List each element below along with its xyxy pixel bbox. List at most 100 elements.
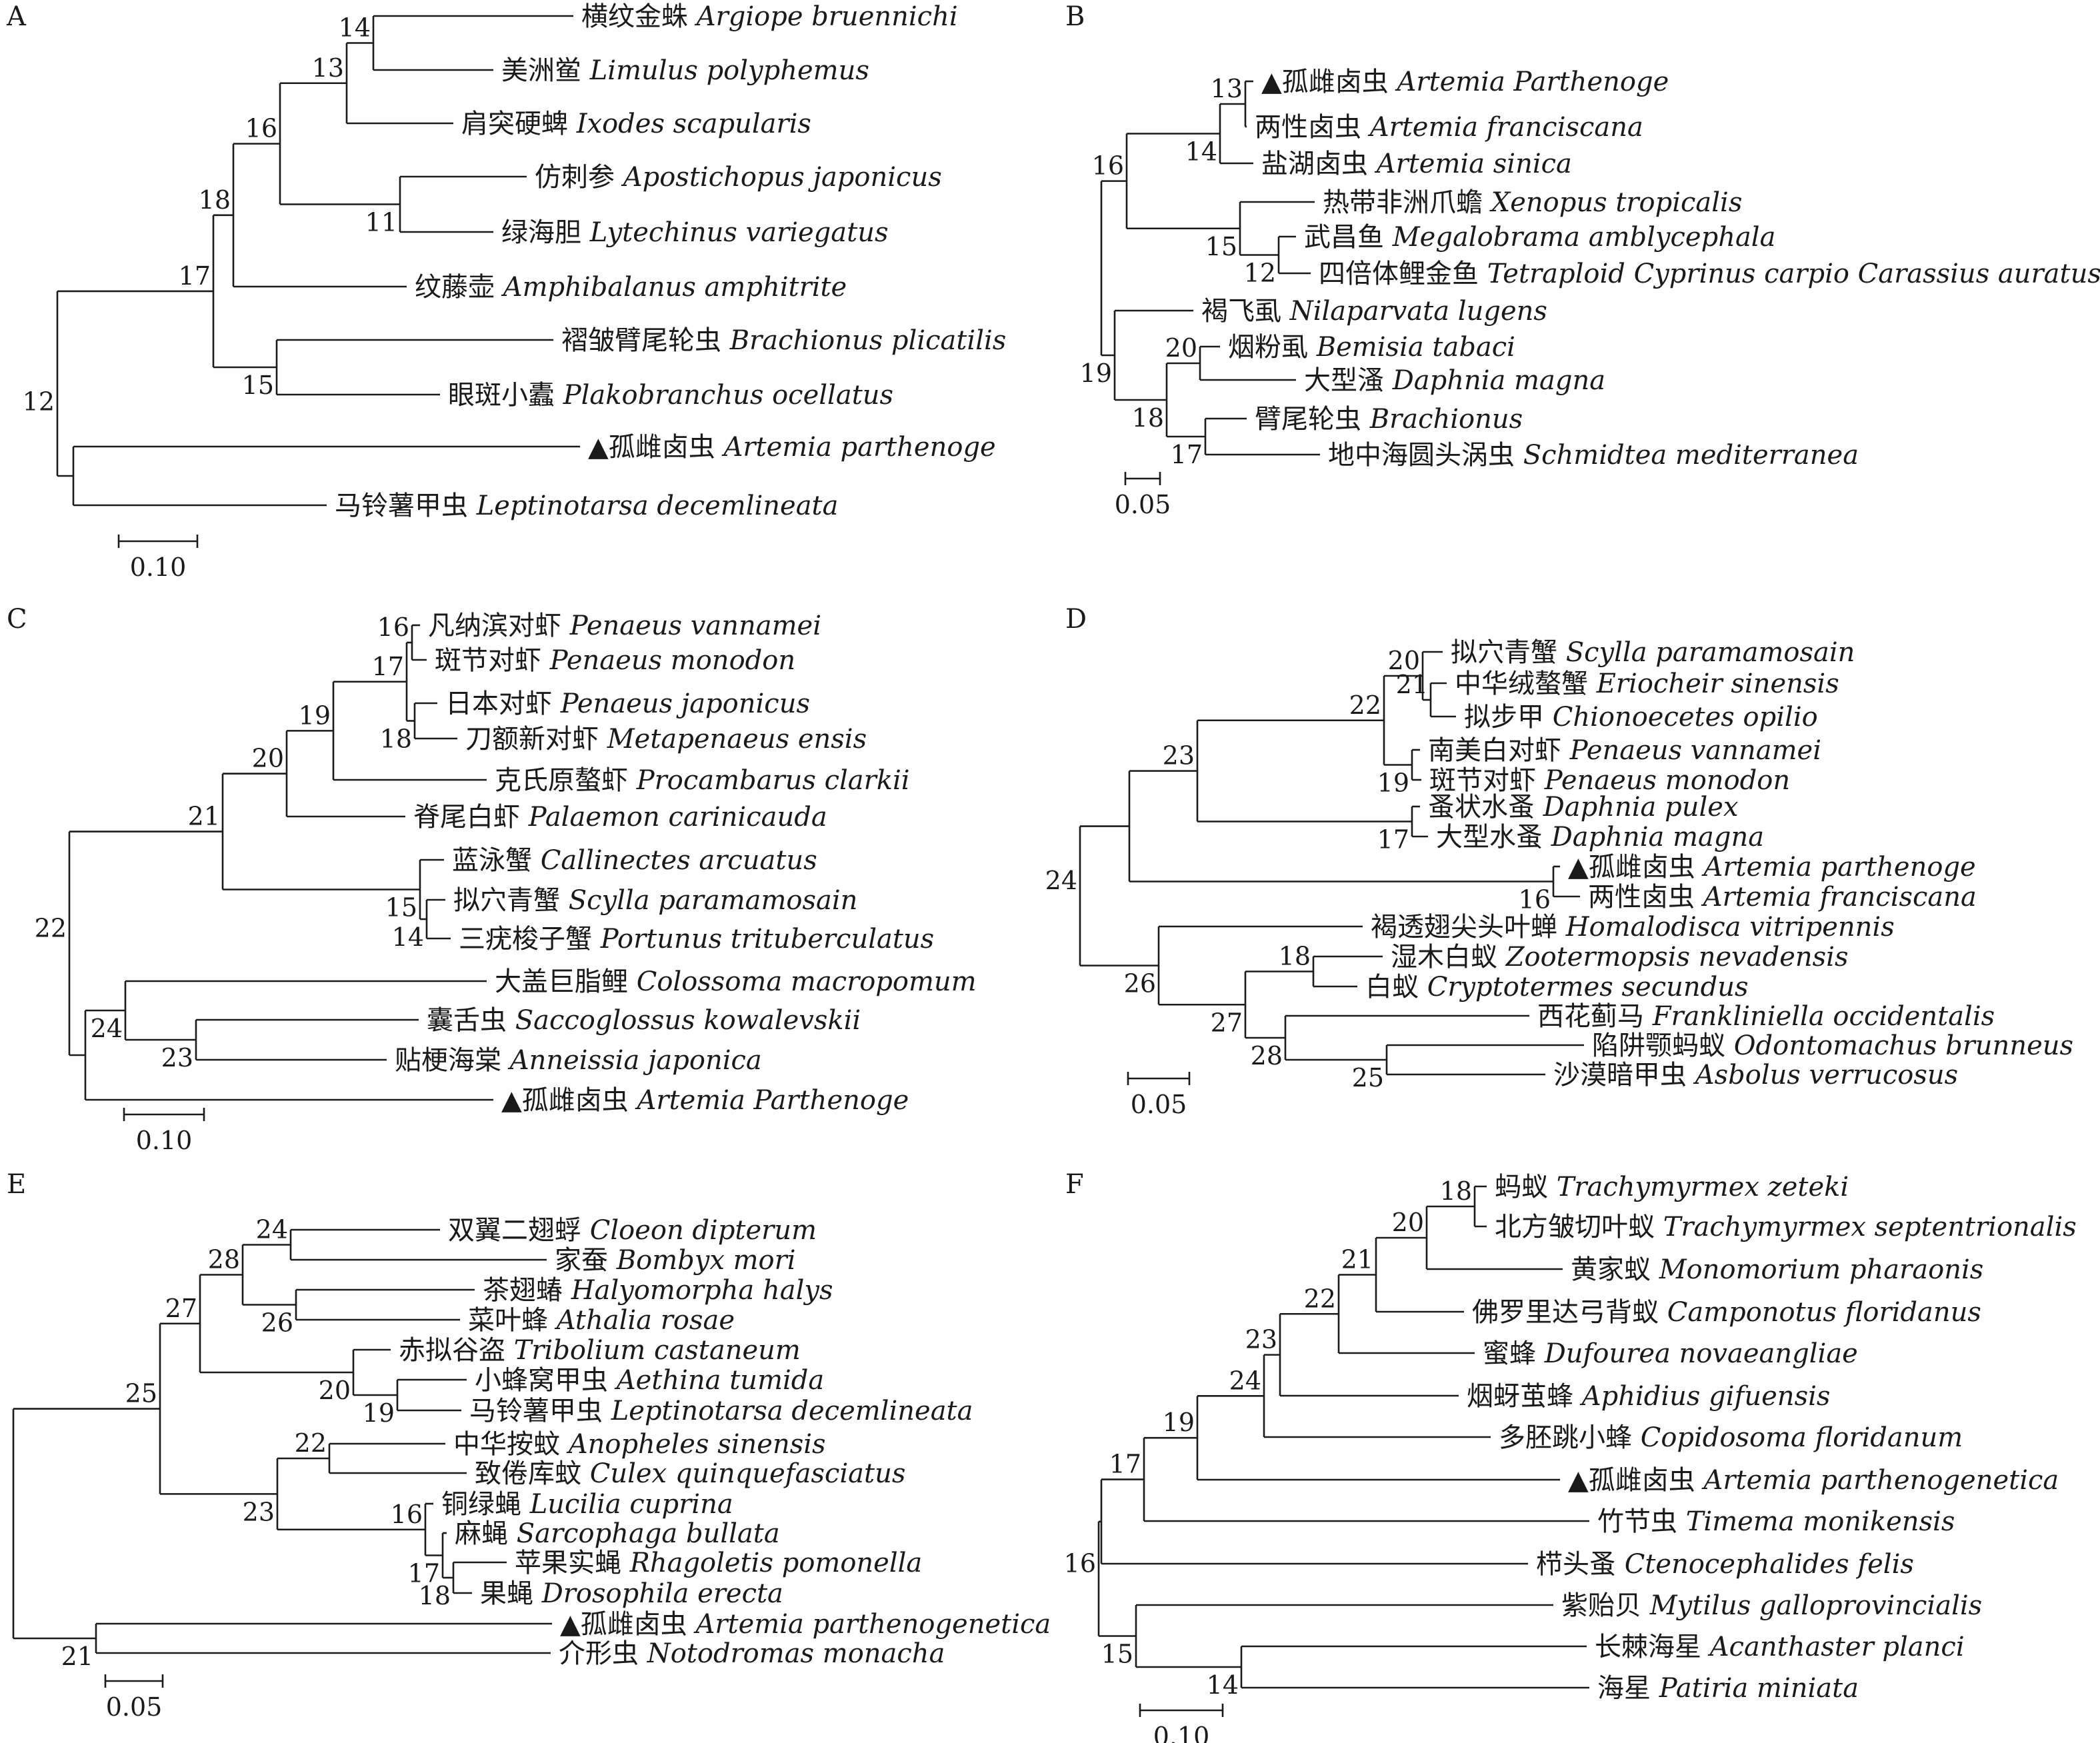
taxon-label: 眼斑小蠹 Plakobranchus ocellatus	[448, 380, 893, 411]
bootstrap-value: 14	[1185, 137, 1217, 167]
taxon-latin-name: Culex quinquefasciatus	[590, 1458, 906, 1489]
bootstrap-value: 18	[380, 725, 412, 754]
taxon-label: 中华绒螯蟹 Eriocheir sinensis	[1455, 669, 1839, 699]
taxon-chinese-name: 热带非洲爪蟾	[1323, 187, 1491, 218]
taxon-label: 囊舌虫 Saccoglossus kowalevskii	[427, 1005, 861, 1036]
taxon-latin-name: Penaeus japonicus	[560, 689, 810, 719]
taxon-chinese-name: 孤雌卤虫	[1589, 852, 1704, 882]
scale-bar-label: 0.05	[1131, 1090, 1187, 1119]
bootstrap-value: 23	[1245, 1325, 1277, 1354]
taxon-label: 南美白对虾 Penaeus vannamei	[1428, 735, 1821, 766]
taxon-latin-name: Aphidius gifuensis	[1579, 1381, 1831, 1412]
taxon-label: 克氏原螯虾 Procambarus clarkii	[495, 765, 910, 796]
taxon-latin-name: Scylla paramamosain	[569, 885, 858, 916]
taxon-latin-name: Artemia parthenogenetica	[1701, 1465, 2059, 1496]
taxon-latin-name: Xenopus tropicalis	[1489, 187, 1743, 218]
taxon-latin-name: Homalodisca vitripennis	[1565, 912, 1895, 942]
taxon-latin-name: Plakobranchus ocellatus	[563, 380, 893, 411]
taxon-label: 长棘海星 Acanthaster planci	[1595, 1632, 1965, 1662]
taxon-chinese-name: 大型溞	[1304, 365, 1393, 396]
taxon-latin-name: Daphnia magna	[1392, 365, 1605, 396]
bootstrap-value: 20	[319, 1376, 351, 1405]
taxon-label: 脊尾白虾 Palaemon carinicauda	[413, 802, 827, 833]
taxon-label: 地中海圆头涡虫 Schmidtea mediterranea	[1328, 440, 1859, 471]
taxon-latin-name: Notodromas monacha	[647, 1638, 945, 1669]
taxon-chinese-name: 蚂蚁	[1495, 1172, 1557, 1202]
bootstrap-value: 14	[339, 13, 371, 43]
bootstrap-value: 19	[299, 701, 331, 730]
taxon-chinese-name: 马铃薯甲虫	[469, 1396, 611, 1426]
taxon-chinese-name: 赤拟谷盗	[399, 1335, 514, 1366]
bootstrap-value: 11	[365, 208, 397, 237]
taxon-chinese-name: 家蚕	[555, 1245, 617, 1276]
bootstrap-value: 23	[243, 1497, 275, 1526]
taxon-label: 凡纳滨对虾 Penaeus vannamei	[428, 611, 821, 641]
taxon-chinese-name: 佛罗里达弓背蚁	[1472, 1297, 1667, 1328]
taxon-label: 四倍体鲤金鱼 Tetraploid Cyprinus carpio Carass…	[1319, 259, 2100, 289]
taxon-chinese-name: 仿刺参	[535, 162, 623, 193]
bootstrap-value: 17	[408, 1559, 440, 1588]
taxon-latin-name: Brachionus plicatilis	[729, 325, 1007, 356]
taxon-latin-name: Bombyx mori	[616, 1245, 796, 1276]
bootstrap-value: 16	[1064, 1549, 1096, 1578]
taxon-label: 赤拟谷盗 Tribolium castaneum	[399, 1335, 801, 1366]
taxon-label: 麻蝇 Sarcophaga bullata	[455, 1518, 780, 1549]
taxon-latin-name: Ctenocephalides felis	[1625, 1549, 1914, 1580]
taxon-label: 大盖巨脂鲤 Colossoma macropomum	[495, 966, 977, 997]
taxon-label: 茶翅蝽 Halyomorpha halys	[483, 1275, 833, 1306]
bootstrap-value: 14	[1207, 1670, 1239, 1700]
bootstrap-value: 13	[1211, 74, 1243, 103]
taxon-chinese-name: 陷阱颚蚂蚁	[1592, 1030, 1734, 1061]
taxon-latin-name: Penaeus monodon	[549, 645, 795, 676]
bootstrap-value: 15	[1205, 232, 1237, 261]
taxon-label: 果蝇 Drosophila erecta	[480, 1578, 783, 1609]
bootstrap-value: 17	[372, 652, 404, 681]
taxon-latin-name: Anopheles sinensis	[566, 1429, 826, 1460]
taxon-chinese-name: 褶皱臂尾轮虫	[561, 325, 730, 356]
taxon-chinese-name: 竹节虫	[1597, 1506, 1686, 1537]
bootstrap-value: 21	[61, 1642, 93, 1671]
taxon-label: 小蜂窝甲虫 Aethina tumida	[475, 1365, 824, 1396]
taxon-label: 致倦库蚊 Culex quinquefasciatus	[475, 1458, 905, 1489]
taxon-latin-name: Apostichopus japonicus	[621, 162, 942, 193]
taxon-chinese-name: 菜叶蜂	[468, 1305, 557, 1336]
taxon-label: 湿木白蚁 Zootermopsis nevadensis	[1391, 942, 1849, 972]
taxon-chinese-name: 凡纳滨对虾	[428, 611, 570, 641]
taxon-latin-name: Schmidtea mediterranea	[1523, 440, 1859, 471]
taxon-label: 马铃薯甲虫 Leptinotarsa decemlineata	[469, 1396, 973, 1426]
taxon-label: 热带非洲爪蟾 Xenopus tropicalis	[1323, 187, 1742, 218]
bootstrap-value: 20	[252, 744, 284, 773]
taxon-latin-name: Daphnia magna	[1551, 822, 1764, 853]
taxon-label: 肩突硬蜱 Ixodes scapularis	[461, 109, 811, 139]
taxon-latin-name: Argiope bruennichi	[694, 1, 958, 32]
bootstrap-value: 20	[1165, 333, 1197, 363]
taxon-label: 横纹金蛛 Argiope bruennichi	[581, 1, 958, 32]
taxon-latin-name: Mytilus galloprovincialis	[1649, 1590, 1982, 1621]
taxon-chinese-name: 紫贻贝	[1561, 1590, 1650, 1621]
panel-letter: D	[1065, 604, 1087, 635]
bootstrap-value: 15	[1101, 1640, 1133, 1669]
taxon-label: 拟穴青蟹 Scylla paramamosain	[1451, 637, 1855, 668]
taxon-latin-name: Leptinotarsa decemlineata	[611, 1396, 973, 1426]
taxon-chinese-name: 大型水蚤	[1436, 822, 1551, 853]
bootstrap-value: 25	[125, 1379, 157, 1408]
taxon-chinese-name: 黄家蚁	[1571, 1254, 1659, 1285]
taxon-latin-name: Palaemon carinicauda	[528, 802, 827, 833]
taxon-label: 绿海胆 Lytechinus variegatus	[501, 217, 889, 248]
taxon-chinese-name: 中华绒螯蟹	[1455, 669, 1597, 699]
taxon-label: 斑节对虾 Penaeus monodon	[435, 645, 795, 676]
bootstrap-value: 15	[385, 893, 417, 922]
taxon-chinese-name: 蜜蜂	[1483, 1338, 1545, 1369]
taxon-chinese-name: 铜绿蝇	[441, 1489, 530, 1520]
taxon-chinese-name: 日本对虾	[445, 689, 561, 719]
taxon-chinese-name: 拟步甲	[1464, 702, 1553, 733]
taxon-label: ▲孤雌卤虫 Artemia parthenogenetica	[1568, 1465, 2059, 1496]
taxon-chinese-name: 茶翅蝽	[483, 1275, 571, 1306]
taxon-chinese-name: 横纹金蛛	[581, 1, 697, 32]
taxon-chinese-name: 苹果实蝇	[515, 1548, 630, 1578]
taxon-latin-name: Cryptotermes secundus	[1427, 972, 1749, 1002]
marker-triangle-icon: ▲	[560, 1609, 581, 1640]
taxon-chinese-name: 绿海胆	[501, 217, 590, 248]
taxon-label: 菜叶蜂 Athalia rosae	[468, 1305, 735, 1336]
taxon-latin-name: Timema monikensis	[1686, 1506, 1955, 1537]
